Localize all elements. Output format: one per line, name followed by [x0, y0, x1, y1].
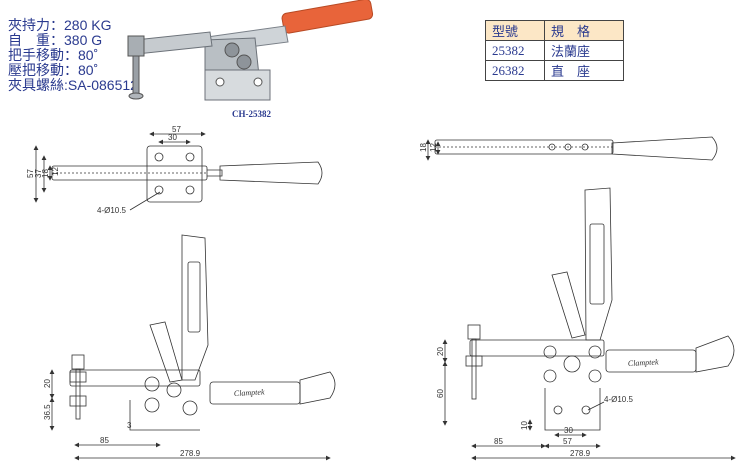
dim-side-height-12: 12: [429, 143, 438, 152]
product-photo: [127, 0, 374, 101]
spindle-nut: [127, 35, 145, 57]
dim-right-width-278-9: 278.9: [570, 449, 591, 458]
dim-left-width-278-9: 278.9: [180, 449, 201, 458]
brand-label: Clamptek: [628, 357, 660, 368]
dim-top-width-57: 57: [172, 125, 181, 134]
mount-hole-icon: [253, 77, 263, 87]
dim-right-width-30: 30: [564, 426, 573, 435]
dim-left-width-3: 3: [127, 421, 132, 430]
orange-handle-grip: [281, 0, 374, 34]
dim-top-height-12: 12: [51, 167, 60, 176]
brand-label: Clamptek: [234, 387, 266, 398]
side-top-view-drawing: [425, 136, 718, 161]
dim-right-height-10: 10: [520, 421, 529, 430]
table-row: 26382 直 座: [485, 60, 624, 81]
dim-top-height-18: 18: [41, 169, 50, 178]
product-caption: CH-25382: [232, 109, 271, 119]
dim-right-width-85: 85: [494, 437, 503, 446]
dim-right-height-20: 20: [436, 347, 445, 356]
pivot-pin-icon: [224, 42, 240, 58]
dim-top-height-57: 57: [26, 169, 35, 178]
right-side-view-drawing: [442, 187, 736, 461]
spindle-bolt: [132, 55, 140, 95]
dim-top-width-30: 30: [168, 133, 177, 142]
dim-left-height-36-5: 36.5: [43, 404, 52, 420]
mount-hole-icon: [215, 77, 225, 87]
dim-left-width-85: 85: [100, 436, 109, 445]
dim-right-width-57: 57: [563, 437, 572, 446]
dim-left-height-20: 20: [43, 379, 52, 388]
top-view-drawing: [33, 131, 323, 211]
pivot-pin-icon: [236, 54, 252, 70]
spec-bar-travel: 壓把移動：80˚: [8, 62, 99, 78]
dim-hole-left: 4-Ø10.5: [97, 206, 126, 215]
spec-weight: 自 重：380 G: [8, 32, 103, 48]
model-base: 直 座: [544, 60, 624, 81]
dim-top-height-37: 37: [34, 169, 43, 178]
dim-right-height-60: 60: [436, 389, 445, 398]
spindle-tip: [128, 92, 144, 100]
spec-list: 夾持力：280 KG 自 重：380 G 把手移動：80˚ 壓把移動：80˚ 夾…: [8, 18, 138, 93]
left-side-view-drawing: [49, 234, 336, 461]
clamp-bar: [134, 31, 213, 55]
dim-side-height-18: 18: [419, 143, 428, 152]
spec-handle-travel: 把手移動：80˚: [8, 47, 99, 63]
spec-spindle: 夾具螺絲:SA-086512: [8, 77, 138, 93]
table-row: 25382 法蘭座: [485, 40, 624, 61]
spec-clamping-force: 夾持力：280 KG: [8, 17, 112, 33]
dim-hole-right: 4-Ø10.5: [604, 395, 633, 404]
model-table: 型號 規 格 25382 法蘭座 26382 直 座: [485, 20, 624, 81]
model-number: 26382: [485, 60, 545, 81]
